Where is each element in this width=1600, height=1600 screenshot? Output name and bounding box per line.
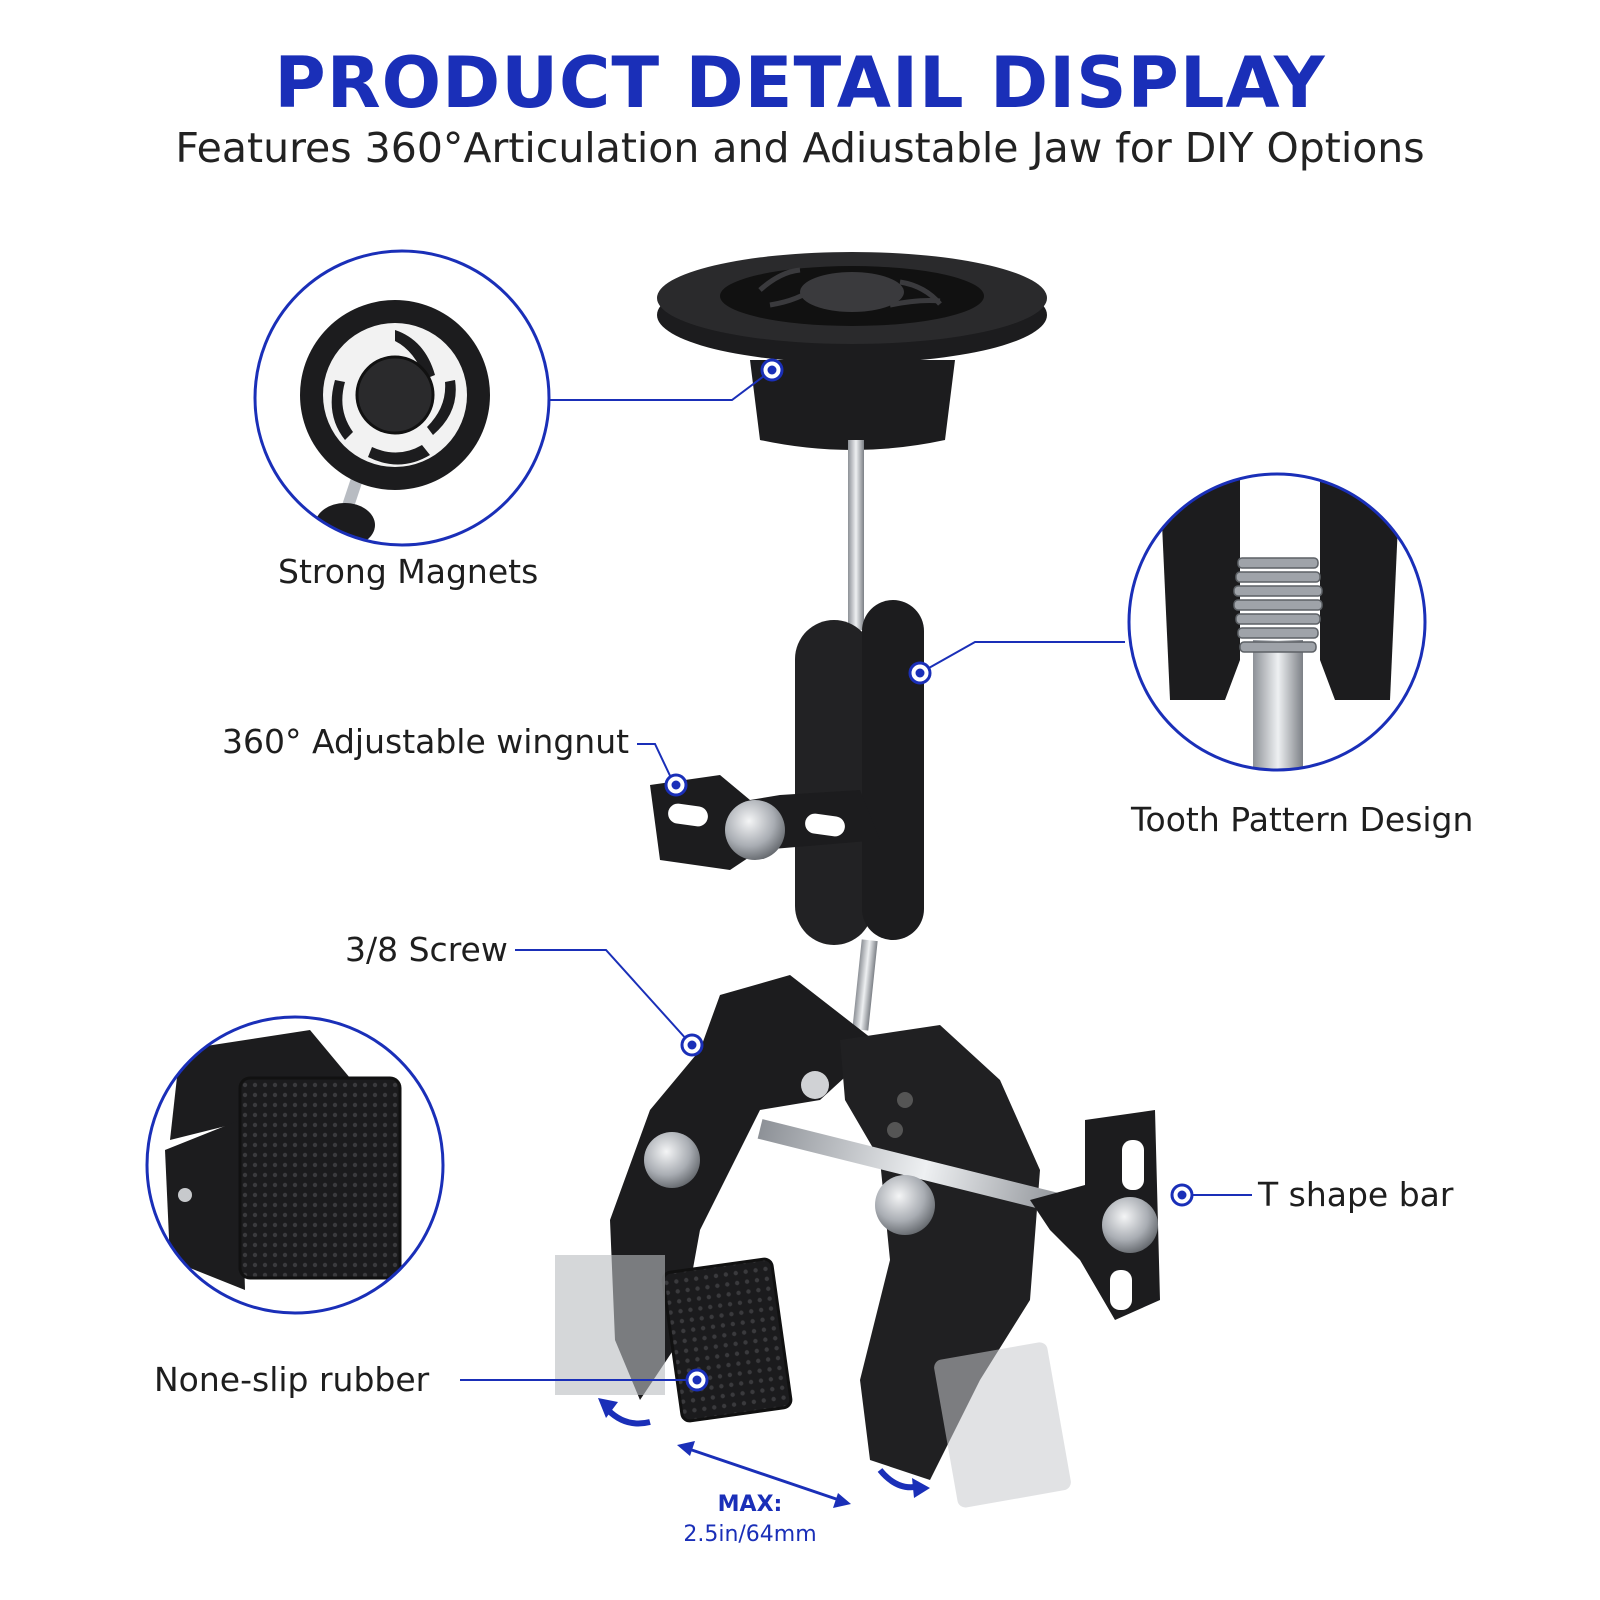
magnet-detail-circle: [253, 249, 551, 547]
callout-strong-magnets: Strong Magnets: [278, 552, 539, 591]
callout-t-bar: T shape bar: [1258, 1175, 1454, 1214]
tooth-detail-circle: [1127, 472, 1427, 772]
page-subtitle: Features 360°Articulation and Adiustable…: [175, 124, 1425, 172]
callout-wingnut: 360° Adjustable wingnut: [222, 722, 630, 761]
callout-dots: [664, 358, 1194, 1392]
dimension-label: MAX:: [717, 1492, 783, 1517]
product-main: [555, 252, 1160, 1508]
rubber-detail-circle: [145, 1015, 445, 1315]
callout-tooth-pattern: Tooth Pattern Design: [1131, 800, 1474, 839]
callout-leader-lines: [460, 369, 1252, 1381]
callout-screw: 3/8 Screw: [345, 930, 508, 969]
dimension-arrows: [598, 1398, 930, 1508]
page-title: PRODUCT DETAIL DISPLAY: [274, 42, 1326, 124]
callout-rubber: None-slip rubber: [154, 1360, 430, 1399]
dimension-value: 2.5in/64mm: [683, 1522, 817, 1547]
